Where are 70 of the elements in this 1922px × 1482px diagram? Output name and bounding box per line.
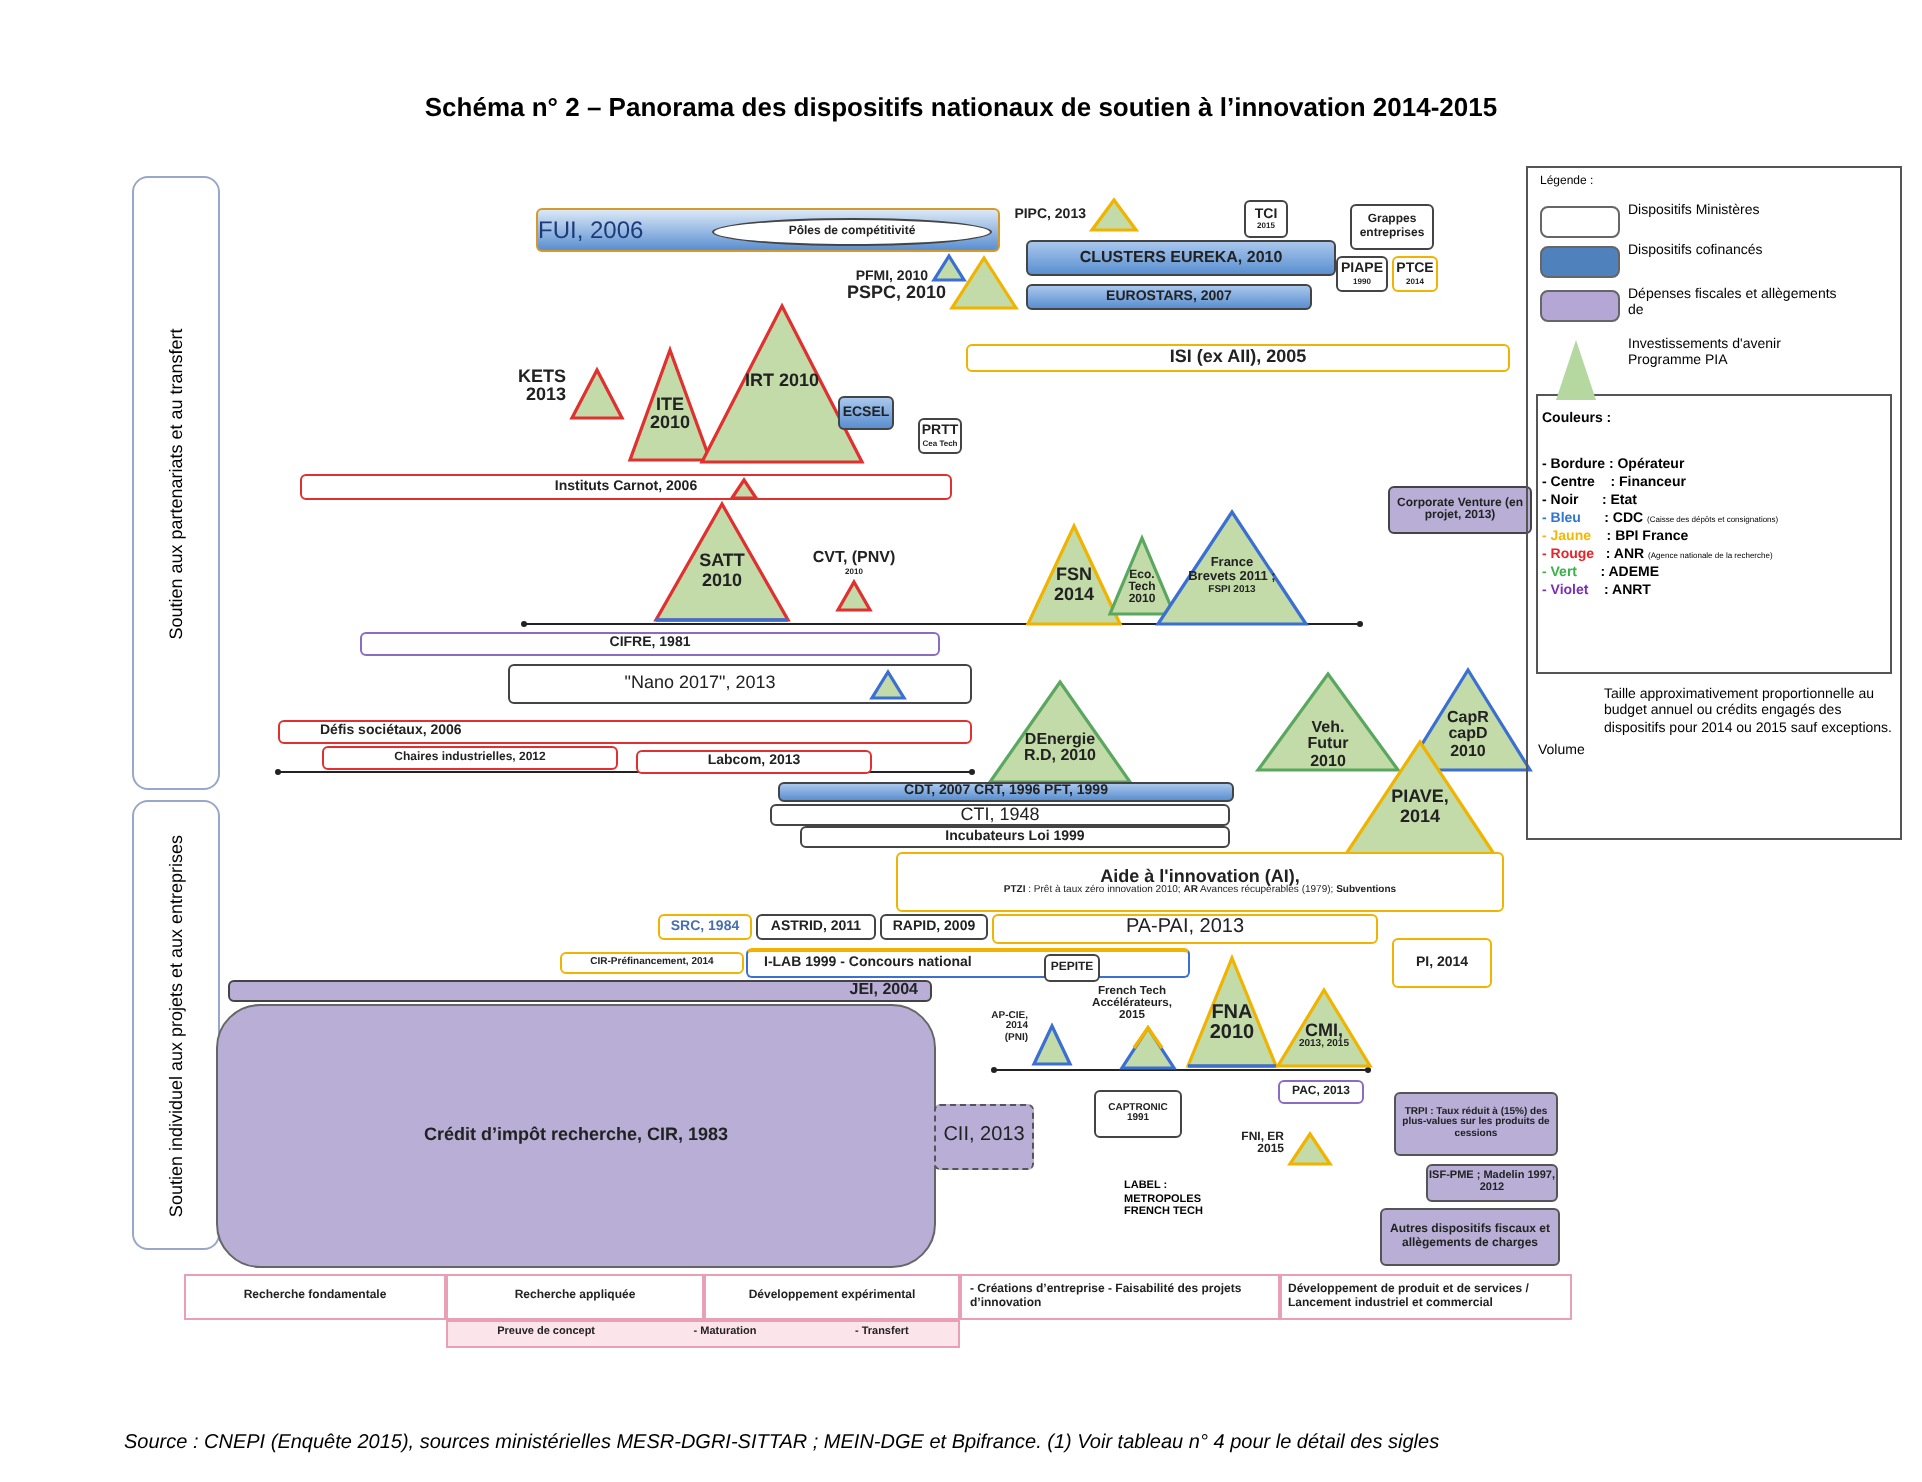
program-box <box>800 826 1230 848</box>
source-caption: Source : CNEPI (Enquête 2015), sources ministérielles MESR-DGRI-SITTAR ; MEIN-DGE et Bpifrance. (1) Voir tableau n° 4 pour le détail des sigles <box>124 1432 1442 1454</box>
program-box <box>228 980 932 1002</box>
program-box <box>322 746 618 770</box>
program-box <box>1394 1092 1558 1156</box>
program-box <box>1026 284 1312 310</box>
node-label: JEI, 2004 <box>849 982 918 1000</box>
node-label: FSN 2014 <box>1051 566 1096 605</box>
node-label: FNA 2010 <box>1207 1003 1257 1046</box>
program-box <box>1380 1208 1560 1266</box>
program-box <box>1280 1274 1572 1320</box>
node-label: FUI, 2006 <box>538 217 644 243</box>
program-box <box>960 1274 1280 1320</box>
node-label: ISI (ex AII), 2005 <box>1169 348 1307 368</box>
program-box <box>756 914 876 940</box>
program-box <box>918 418 962 454</box>
program-box <box>838 396 894 430</box>
program-box <box>1350 204 1434 250</box>
program-box <box>216 1004 936 1268</box>
program-box <box>560 952 744 974</box>
program-box <box>300 474 952 500</box>
program-box <box>446 1320 960 1348</box>
program-box <box>1044 954 1100 982</box>
node-label: KETS 2013 <box>515 368 566 406</box>
node-label: ITE 2010 <box>647 395 692 434</box>
node-label: Veh. Futur 2010 <box>1305 720 1351 771</box>
program-box <box>704 1274 960 1320</box>
band-label: Soutien aux partenariats et au transfert <box>166 327 186 639</box>
program-box <box>278 720 972 744</box>
node-label: Crédit d’impôt recherche, CIR, 1983 <box>423 1126 729 1146</box>
program-box <box>966 344 1510 372</box>
program-box <box>508 664 972 704</box>
program-box <box>1094 1090 1182 1138</box>
program-box <box>1426 1164 1558 1202</box>
program-box <box>934 1104 1034 1170</box>
node-label: Aide à l'innovation (AI), <box>1100 867 1300 886</box>
program-box <box>1392 256 1438 292</box>
program-box <box>1388 486 1532 534</box>
program-box <box>1278 1080 1364 1104</box>
node-label: CII, 2013 <box>943 1126 1025 1148</box>
node-label: PSPC, 2010 <box>844 284 946 303</box>
program-box <box>880 914 988 940</box>
program-box <box>1392 938 1492 988</box>
node-label: SATT 2010 <box>697 552 747 591</box>
node-label: CapR capD 2010 <box>1445 709 1491 760</box>
program-box <box>184 1274 446 1320</box>
program-box <box>536 208 1000 252</box>
node-label: IRT 2010 <box>742 371 821 391</box>
program-box <box>778 782 1234 802</box>
node-label: CTI, 1948 <box>960 805 1040 825</box>
node-label: DEnergie R.D, 2010 <box>1021 732 1098 766</box>
oval-label-shape <box>712 218 992 246</box>
node-label: "Nano 2017", 2013 <box>624 674 776 694</box>
node-label: PIAVE, 2014 <box>1389 788 1451 827</box>
program-box <box>360 632 940 656</box>
program-box <box>770 804 1230 826</box>
band-box <box>132 176 220 790</box>
program-box <box>658 914 752 940</box>
program-box <box>992 914 1378 944</box>
program-box <box>1336 256 1388 292</box>
node-label: CLUSTERS EUREKA, 2010 <box>1079 249 1283 267</box>
node-label: PA-PAI, 2013 <box>1125 918 1245 940</box>
band-label: Soutien individuel aux projets et aux entreprises <box>166 833 186 1217</box>
program-box <box>746 948 1190 978</box>
program-box <box>1026 240 1336 276</box>
program-box <box>636 750 872 774</box>
program-box <box>1244 200 1288 238</box>
program-box <box>896 852 1504 912</box>
program-box <box>446 1274 704 1320</box>
diagram-title: Schéma n° 2 – Panorama des dispositifs nationaux de soutien à l’innovation 2014-2015 <box>422 92 1500 122</box>
